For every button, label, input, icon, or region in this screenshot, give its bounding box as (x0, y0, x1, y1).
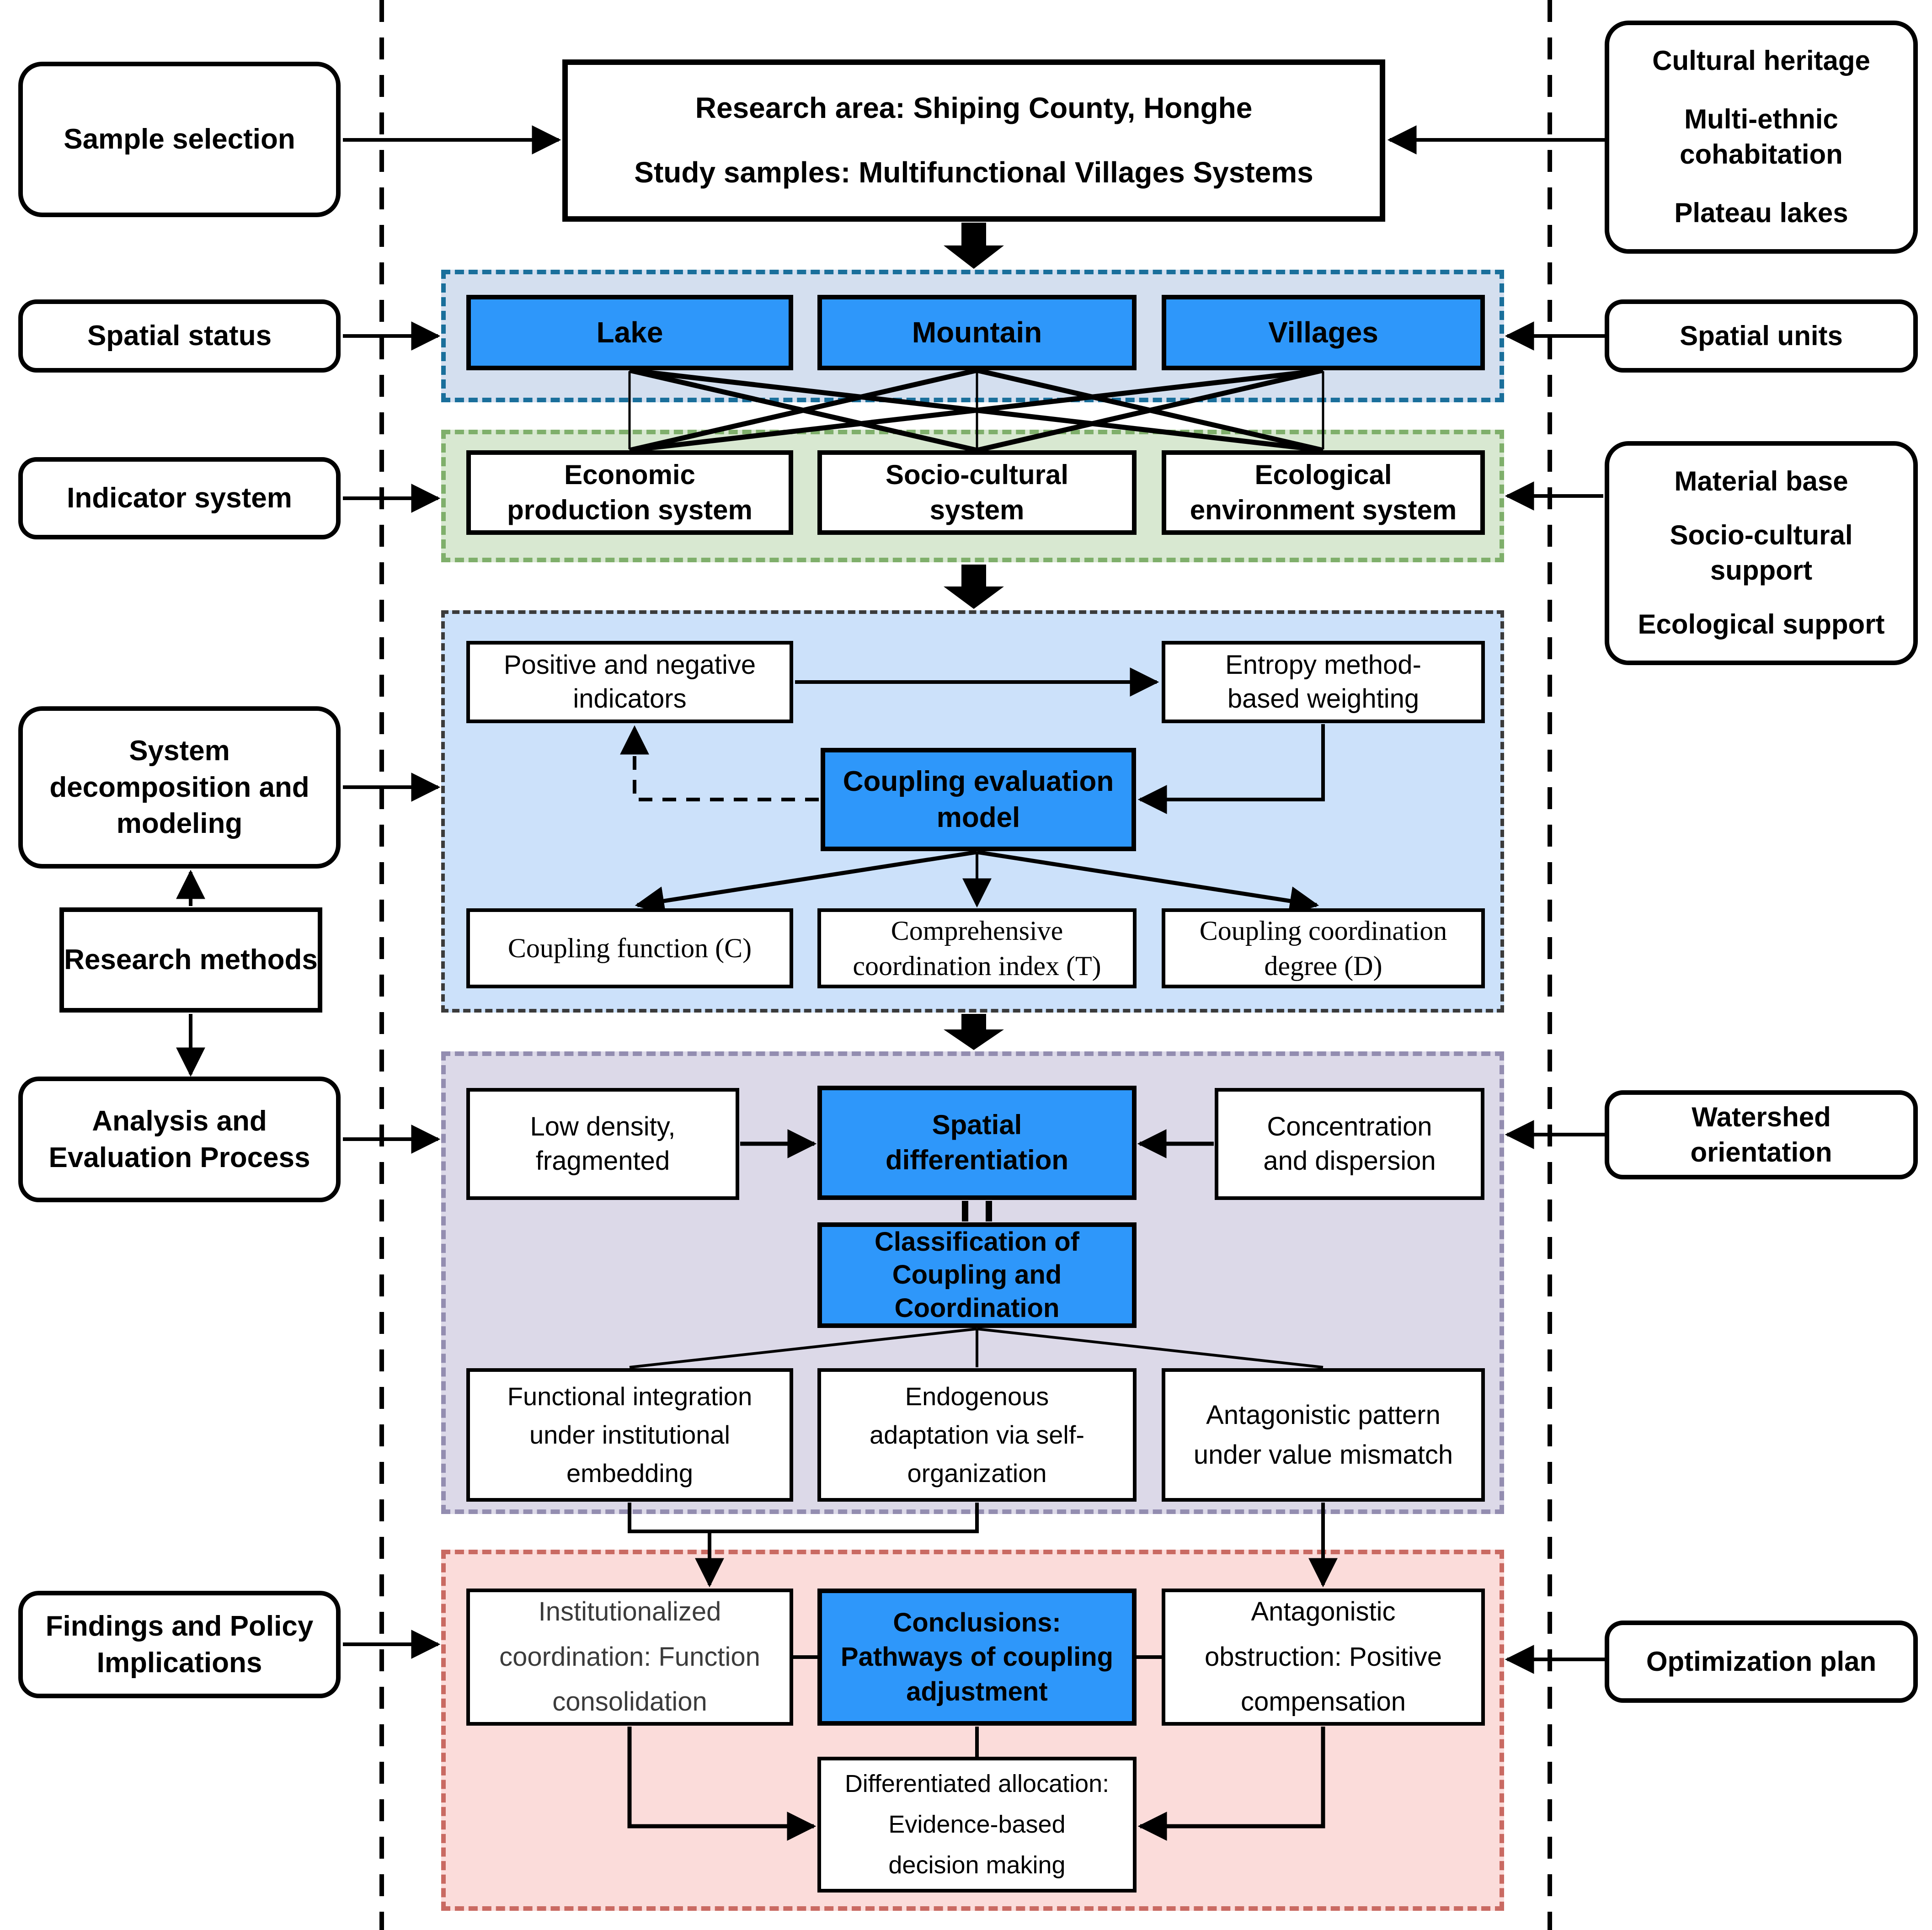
research-area-box: Research area: Shiping County, Honghe St… (562, 59, 1385, 222)
system-decomposition-box: System decomposition and modeling (18, 706, 341, 869)
spatial-status-box: Spatial status (18, 299, 341, 373)
differentiated-allocation-label: Differentiated allocation: Evidence-base… (844, 1770, 1110, 1879)
socio-cultural-system-label: Socio-cultural system (885, 459, 1069, 525)
coupling-function-box: Coupling function (C) (466, 908, 793, 988)
ecological-support-label: Ecological support (1638, 609, 1885, 640)
indicator-system-box: Indicator system (18, 457, 341, 539)
endogenous-adaptation-box: Endogenous adaptation via self- organiza… (817, 1368, 1137, 1502)
spatial-system-links (628, 368, 1324, 453)
institutionalized-coordination-label: Institutionalized coordination: Function… (499, 1597, 760, 1717)
analysis-evaluation-box: Analysis and Evaluation Process (18, 1077, 341, 1202)
endogenous-adaptation-label: Endogenous adaptation via self- organiza… (869, 1382, 1085, 1487)
coordination-degree-label: Coupling coordination degree (D) (1199, 915, 1447, 981)
left-column-arrows (176, 125, 561, 1659)
study-samples-line: Study samples: Multifunctional Villages … (634, 156, 1313, 189)
positive-negative-indicators-box: Positive and negative indicators (466, 641, 793, 723)
antagonistic-obstruction-label: Antagonistic obstruction: Positive compe… (1204, 1597, 1442, 1717)
support-context-box: Material base Socio-cultural support Eco… (1605, 441, 1918, 665)
entropy-weighting-box: Entropy method- based weighting (1162, 641, 1485, 723)
low-density-label: Low density, fragmented (530, 1112, 676, 1176)
phase-divider-lines (379, 0, 1552, 1930)
lake-box: Lake (466, 295, 793, 370)
model-section-arrows (620, 667, 1325, 916)
sample-selection-label: Sample selection (64, 123, 295, 155)
positive-negative-indicators-label: Positive and negative indicators (503, 650, 756, 714)
institutionalized-coordination-box: Institutionalized coordination: Function… (466, 1589, 793, 1726)
watershed-orientation-label: Watershed orientation (1690, 1101, 1832, 1168)
economic-system-label: Economic production system (507, 459, 753, 525)
socio-cultural-support-label: Socio-cultural support (1670, 520, 1853, 586)
watershed-orientation-box: Watershed orientation (1605, 1090, 1918, 1179)
conclusions-box: Conclusions: Pathways of coupling adjust… (817, 1589, 1137, 1726)
analysis-evaluation-label: Analysis and Evaluation Process (48, 1105, 310, 1173)
differentiated-allocation-box: Differentiated allocation: Evidence-base… (817, 1757, 1137, 1893)
findings-policy-label: Findings and Policy Implications (45, 1610, 314, 1679)
block-arrows (944, 223, 1004, 1050)
right-column-arrows (1387, 125, 1605, 1674)
entropy-weighting-label: Entropy method- based weighting (1225, 650, 1421, 714)
antagonistic-pattern-box: Antagonistic pattern under value mismatc… (1162, 1368, 1485, 1502)
coupling-function-label: Coupling function (C) (507, 933, 752, 964)
conclusions-label: Conclusions: Pathways of coupling adjust… (840, 1607, 1114, 1706)
spatial-units-label: Spatial units (1680, 320, 1843, 351)
plateau-lakes-label: Plateau lakes (1674, 197, 1848, 229)
mountain-box: Mountain (817, 295, 1137, 370)
concentration-dispersion-label: Concentration and dispersion (1263, 1112, 1436, 1176)
low-density-box: Low density, fragmented (466, 1088, 739, 1200)
classification-box: Classification of Coupling and Coordinat… (817, 1222, 1137, 1328)
lake-label: Lake (596, 315, 663, 349)
analysis-section-arrows (629, 1129, 1324, 1369)
spatial-status-label: Spatial status (87, 320, 272, 352)
villages-label: Villages (1268, 315, 1378, 349)
coupling-evaluation-model-box: Coupling evaluation model (821, 748, 1136, 851)
classification-label: Classification of Coupling and Coordinat… (875, 1226, 1079, 1323)
coordination-degree-box: Coupling coordination degree (D) (1162, 908, 1485, 988)
villages-box: Villages (1162, 295, 1485, 370)
section-bridge-arrows (628, 1503, 1338, 1588)
economic-system-box: Economic production system (466, 450, 793, 535)
antagonistic-pattern-label: Antagonistic pattern under value mismatc… (1193, 1400, 1453, 1470)
coordination-index-box: Comprehensive coordination index (T) (817, 908, 1137, 988)
optimization-plan-label: Optimization plan (1646, 1646, 1877, 1677)
multi-ethnic-label: Multi-ethnic cohabitation (1680, 104, 1843, 170)
research-methods-box: Research methods (59, 907, 322, 1013)
cultural-context-box: Cultural heritage Multi-ethnic cohabitat… (1605, 21, 1918, 254)
research-area-line: Research area: Shiping County, Honghe (695, 91, 1253, 124)
socio-cultural-system-box: Socio-cultural system (817, 450, 1137, 535)
spatial-units-box: Spatial units (1605, 299, 1918, 373)
optimization-plan-box: Optimization plan (1605, 1621, 1918, 1703)
concentration-dispersion-box: Concentration and dispersion (1215, 1088, 1484, 1200)
functional-integration-label: Functional integration under institution… (507, 1382, 753, 1487)
system-decomposition-label: System decomposition and modeling (49, 735, 310, 840)
cultural-heritage-label: Cultural heritage (1652, 45, 1870, 76)
sample-selection-box: Sample selection (18, 62, 341, 217)
coordination-index-label: Comprehensive coordination index (T) (853, 915, 1101, 981)
ecological-system-label: Ecological environment system (1190, 459, 1457, 525)
antagonistic-obstruction-box: Antagonistic obstruction: Positive compe… (1162, 1589, 1485, 1726)
mountain-label: Mountain (912, 315, 1042, 349)
conclusion-section-arrows (627, 1655, 1325, 1841)
functional-integration-box: Functional integration under institution… (466, 1368, 793, 1502)
spatial-differentiation-label: Spatial differentiation (886, 1109, 1068, 1175)
indicator-system-label: Indicator system (67, 482, 292, 514)
material-base-label: Material base (1674, 466, 1848, 496)
ecological-system-box: Ecological environment system (1162, 450, 1485, 535)
findings-policy-box: Findings and Policy Implications (18, 1591, 341, 1698)
research-methods-label: Research methods (64, 944, 318, 976)
spatial-differentiation-box: Spatial differentiation (817, 1086, 1137, 1200)
coupling-evaluation-model-label: Coupling evaluation model (843, 765, 1114, 833)
